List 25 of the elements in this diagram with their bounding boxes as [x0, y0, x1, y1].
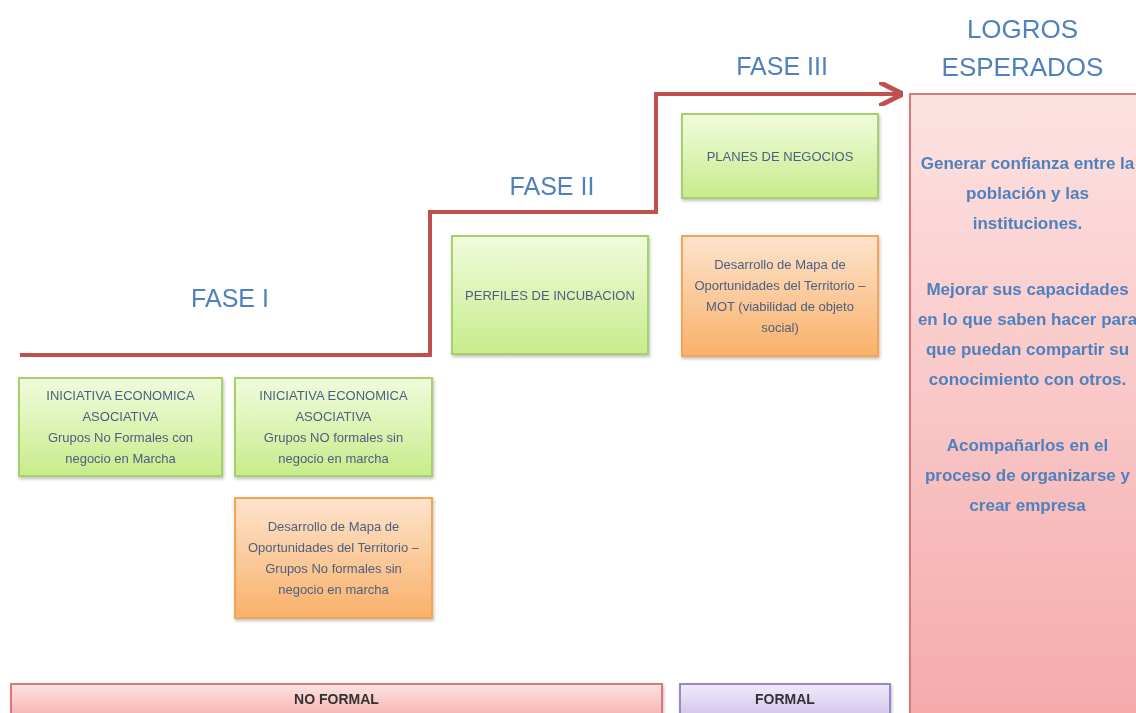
step-box	[681, 113, 879, 199]
stage-band	[679, 683, 891, 713]
phase-title: FASE I	[191, 284, 269, 313]
phase-title: FASE II	[509, 172, 595, 201]
step-text: Grupos No Formales con negocio en Marcha	[46, 429, 195, 468]
step-box	[681, 235, 879, 357]
stage-band	[10, 683, 663, 713]
goal-text: Acompañarlos en el proceso de organizarse y crear empresa	[924, 435, 1131, 517]
step-text: Desarrollo de Mapa de Oportunidades del Territorio – MOT (viabilidad de objeto social)	[693, 256, 867, 337]
step-text: Grupos NO formales sin negocio en marcha	[262, 429, 405, 468]
step-box	[234, 497, 433, 619]
column-heading: LOGROS ESPERADOS	[940, 13, 1105, 84]
step-box	[234, 377, 433, 477]
goal-text: Generar confianza entre la población y las instituciones.	[919, 153, 1136, 235]
staircase-arrow	[20, 79, 906, 357]
step-text: PLANES DE NEGOCIOS	[706, 147, 854, 166]
step-text: INICIATIVA ECONOMICA ASOCIATIVA	[45, 387, 196, 426]
step-box	[18, 377, 223, 477]
band-label: NO FORMAL	[294, 690, 379, 709]
step-text: Desarrollo de Mapa de Oportunidades del Territorio – Grupos No formales sin negocio en marcha	[247, 518, 420, 599]
band-label: FORMAL	[755, 690, 815, 709]
step-text: PERFILES DE INCUBACION	[465, 286, 635, 305]
step-text: INICIATIVA ECONOMICA ASOCIATIVA	[258, 387, 409, 426]
phase-title: FASE III	[736, 52, 828, 81]
step-box	[451, 235, 649, 355]
